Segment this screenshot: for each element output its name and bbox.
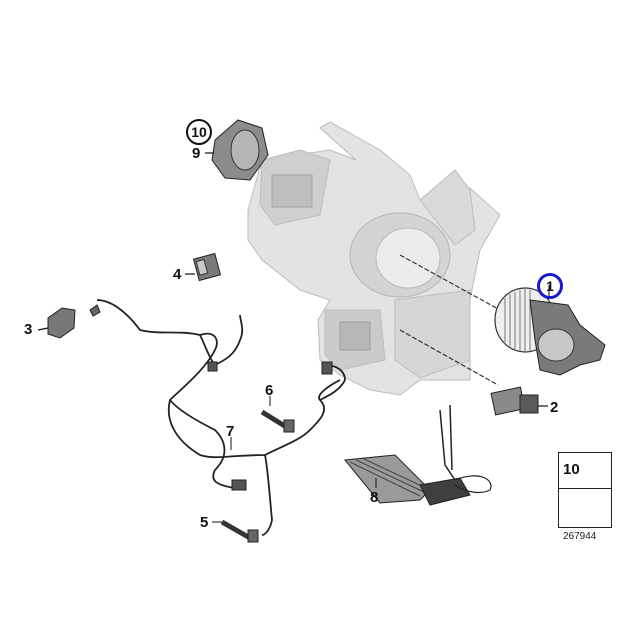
callout-1-blower-motor[interactable]: 1 [537,273,563,299]
callout-9[interactable]: 9 [192,145,201,162]
connector-plug [321,361,333,375]
diagram-image-id: 267944 [563,531,597,542]
blower-resistor[interactable] [490,386,548,416]
callout-4[interactable]: 4 [173,266,182,283]
legend-number: 10 [563,461,580,478]
callout-6[interactable]: 6 [265,382,274,399]
legend-set-header: 10 [559,453,611,489]
connector-plug [231,479,247,491]
actuator-assembly-part-9[interactable] [205,119,269,181]
heater-housing [247,121,501,396]
temperature-sensor-part-5[interactable] [212,519,259,543]
temperature-sensor-part-6[interactable] [260,396,295,433]
connector-plug [207,361,218,372]
legend-box: 10 [558,452,612,528]
callout-2[interactable]: 2 [550,399,559,416]
wiring-harness-part-7[interactable] [96,299,346,536]
actuator-part-3[interactable] [37,307,76,339]
callout-7[interactable]: 7 [226,423,235,440]
actuator-part-4[interactable] [185,252,222,282]
connector-small [89,304,101,317]
blower-motor[interactable] [494,285,606,376]
callout-3[interactable]: 3 [24,321,33,338]
callout-5[interactable]: 5 [200,514,209,531]
electric-heater-part-8[interactable] [344,404,492,506]
callout-10[interactable]: 10 [186,119,212,145]
callout-8[interactable]: 8 [370,489,379,506]
